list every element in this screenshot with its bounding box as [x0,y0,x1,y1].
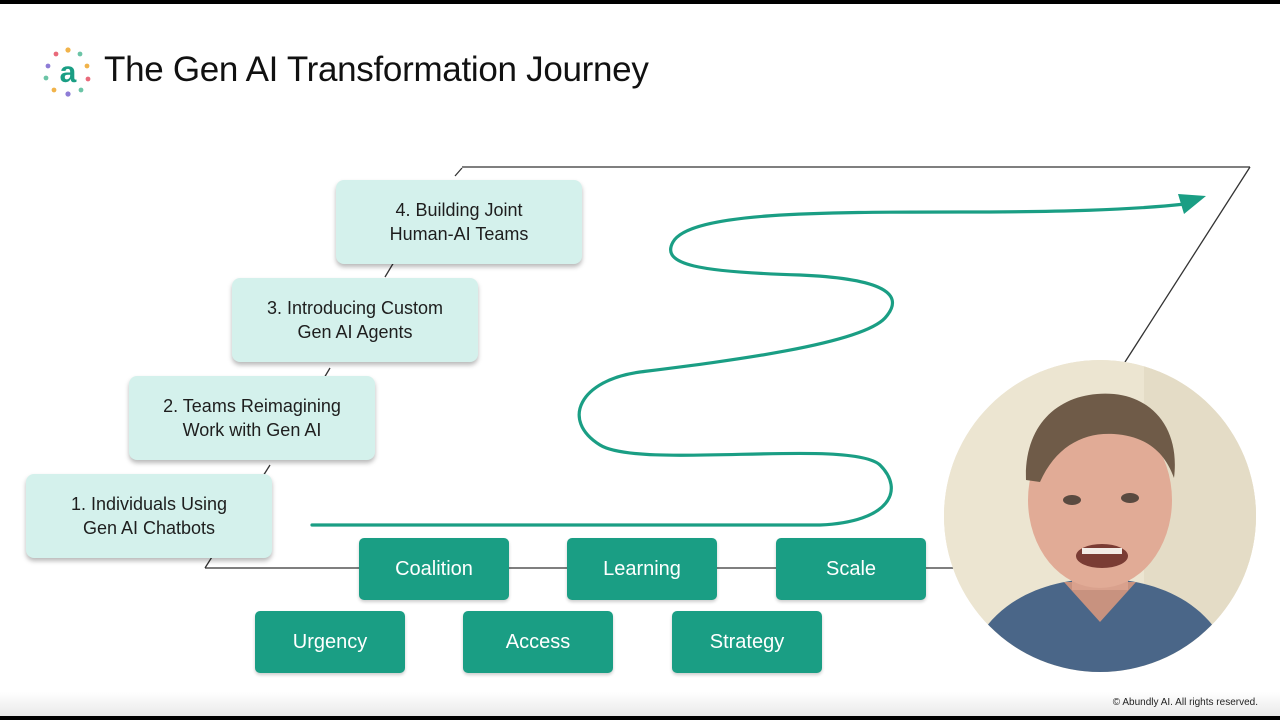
top-letterbox [0,0,1280,4]
abundly-logo-icon: a [40,44,96,100]
pillar-learning: Learning [567,538,717,600]
stage-2-line1: 2. Teams Reimagining [163,396,341,416]
pillar-urgency: Urgency [255,611,405,673]
stage-4-box: 4. Building Joint Human-AI Teams [336,180,582,264]
pillar-strategy: Strategy [672,611,822,673]
stage-4-line1: 4. Building Joint [395,200,523,220]
pillar-coalition: Coalition [359,538,509,600]
journey-path [310,202,1187,527]
pillar-scale: Scale [776,538,926,600]
stage-1-box: 1. Individuals Using Gen AI Chatbots [26,474,272,558]
stage-1-line2: Gen AI Chatbots [82,518,216,538]
stage-4-line2: Human-AI Teams [389,224,529,244]
parallelogram-top [454,167,463,177]
pillar-access: Access [463,611,613,673]
logo-letter: a [60,56,77,89]
presenter-video [944,360,1256,672]
stage-3-line2: Gen AI Agents [297,322,413,342]
page-title: The Gen AI Transformation Journey [104,50,649,89]
stage-2-box: 2. Teams Reimagining Work with Gen AI [129,376,375,460]
arrow-head-icon [1178,194,1206,214]
parallelogram-right-edge [1124,166,1251,363]
copyright-text: © Abundly AI. All rights reserved. [1112,697,1258,708]
stage-2-line2: Work with Gen AI [182,420,322,440]
bottom-letterbox [0,716,1280,720]
stage-3-line1: 3. Introducing Custom [266,298,444,318]
stage-1-line1: 1. Individuals Using [70,494,228,514]
stage-3-box: 3. Introducing Custom Gen AI Agents [232,278,478,362]
footer-band [0,692,1280,716]
